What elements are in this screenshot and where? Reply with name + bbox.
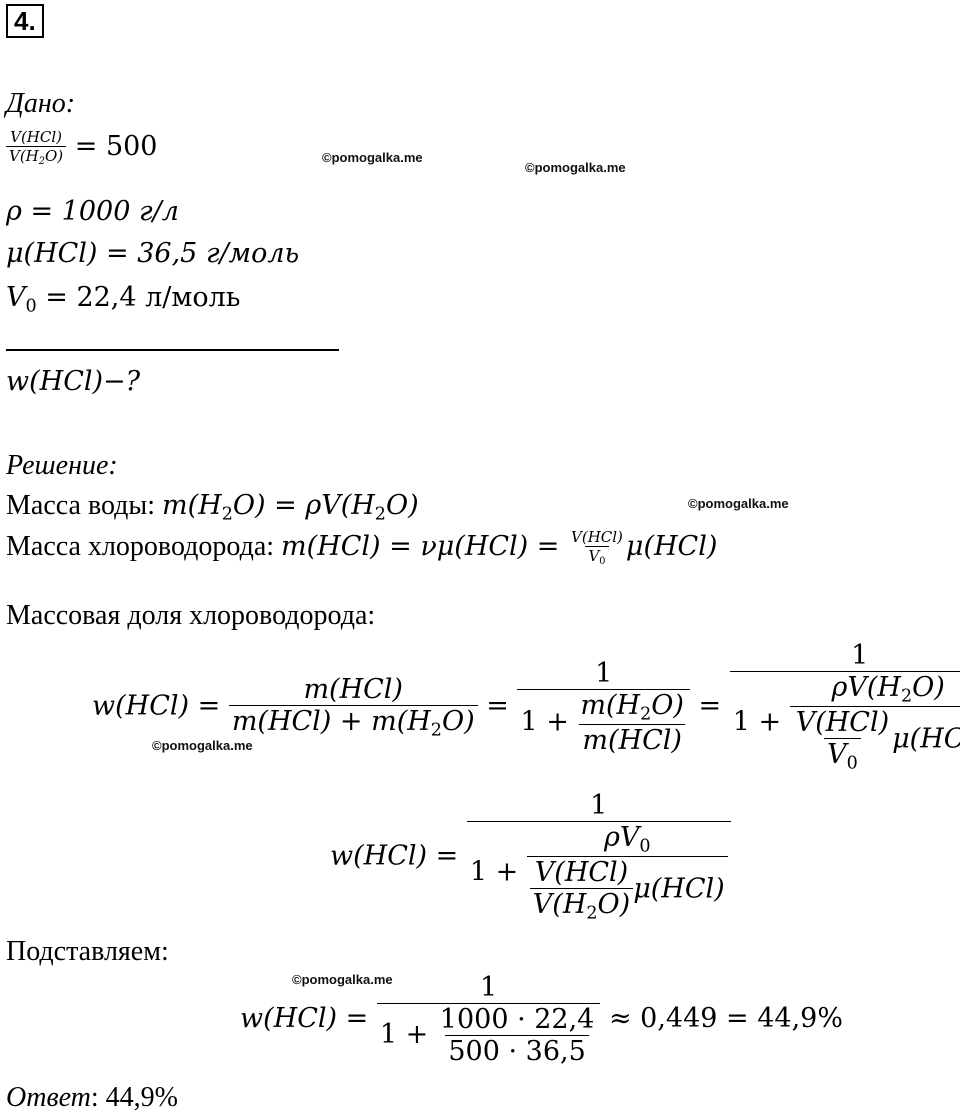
hcl-mass-line: Масса хлороводорода: m(HCl) = νμ(HCl) = … xyxy=(6,528,718,567)
answer-line: Ответ: 44,9% xyxy=(6,1082,178,1113)
given-divider xyxy=(6,349,339,351)
ratio-value: = 500 xyxy=(74,130,158,162)
watermark: ©pomogalka.me xyxy=(152,738,253,753)
problem-number: 4. xyxy=(6,4,44,38)
watermark: ©pomogalka.me xyxy=(292,972,393,987)
find-line: w(HCl)−? xyxy=(6,366,141,397)
watermark: ©pomogalka.me xyxy=(688,496,789,511)
given-mu: μ(HCl) = 36,5 г/моль xyxy=(6,238,300,269)
solution-label: Решение: xyxy=(6,450,118,481)
water-mass-line: Масса воды: m(H2O) = ρV(H2O) xyxy=(6,490,419,525)
mass-fraction-text: Массовая доля хлороводорода: xyxy=(6,600,376,631)
ratio-denominator: V(H2O) xyxy=(6,146,67,167)
watermark: ©pomogalka.me xyxy=(322,150,423,165)
watermark: ©pomogalka.me xyxy=(525,160,626,175)
substitute-text: Подставляем: xyxy=(6,936,169,967)
given-ratio: V(HCl) V(H2O) = 500 xyxy=(6,128,157,167)
given-rho: ρ = 1000 г/л xyxy=(6,196,179,227)
given-v0: V0 = 22,4 л/моль xyxy=(6,282,241,317)
ratio-fraction: V(HCl) V(H2O) xyxy=(6,128,67,167)
ratio-numerator: V(HCl) xyxy=(10,128,63,146)
given-label: Дано: xyxy=(6,88,76,119)
